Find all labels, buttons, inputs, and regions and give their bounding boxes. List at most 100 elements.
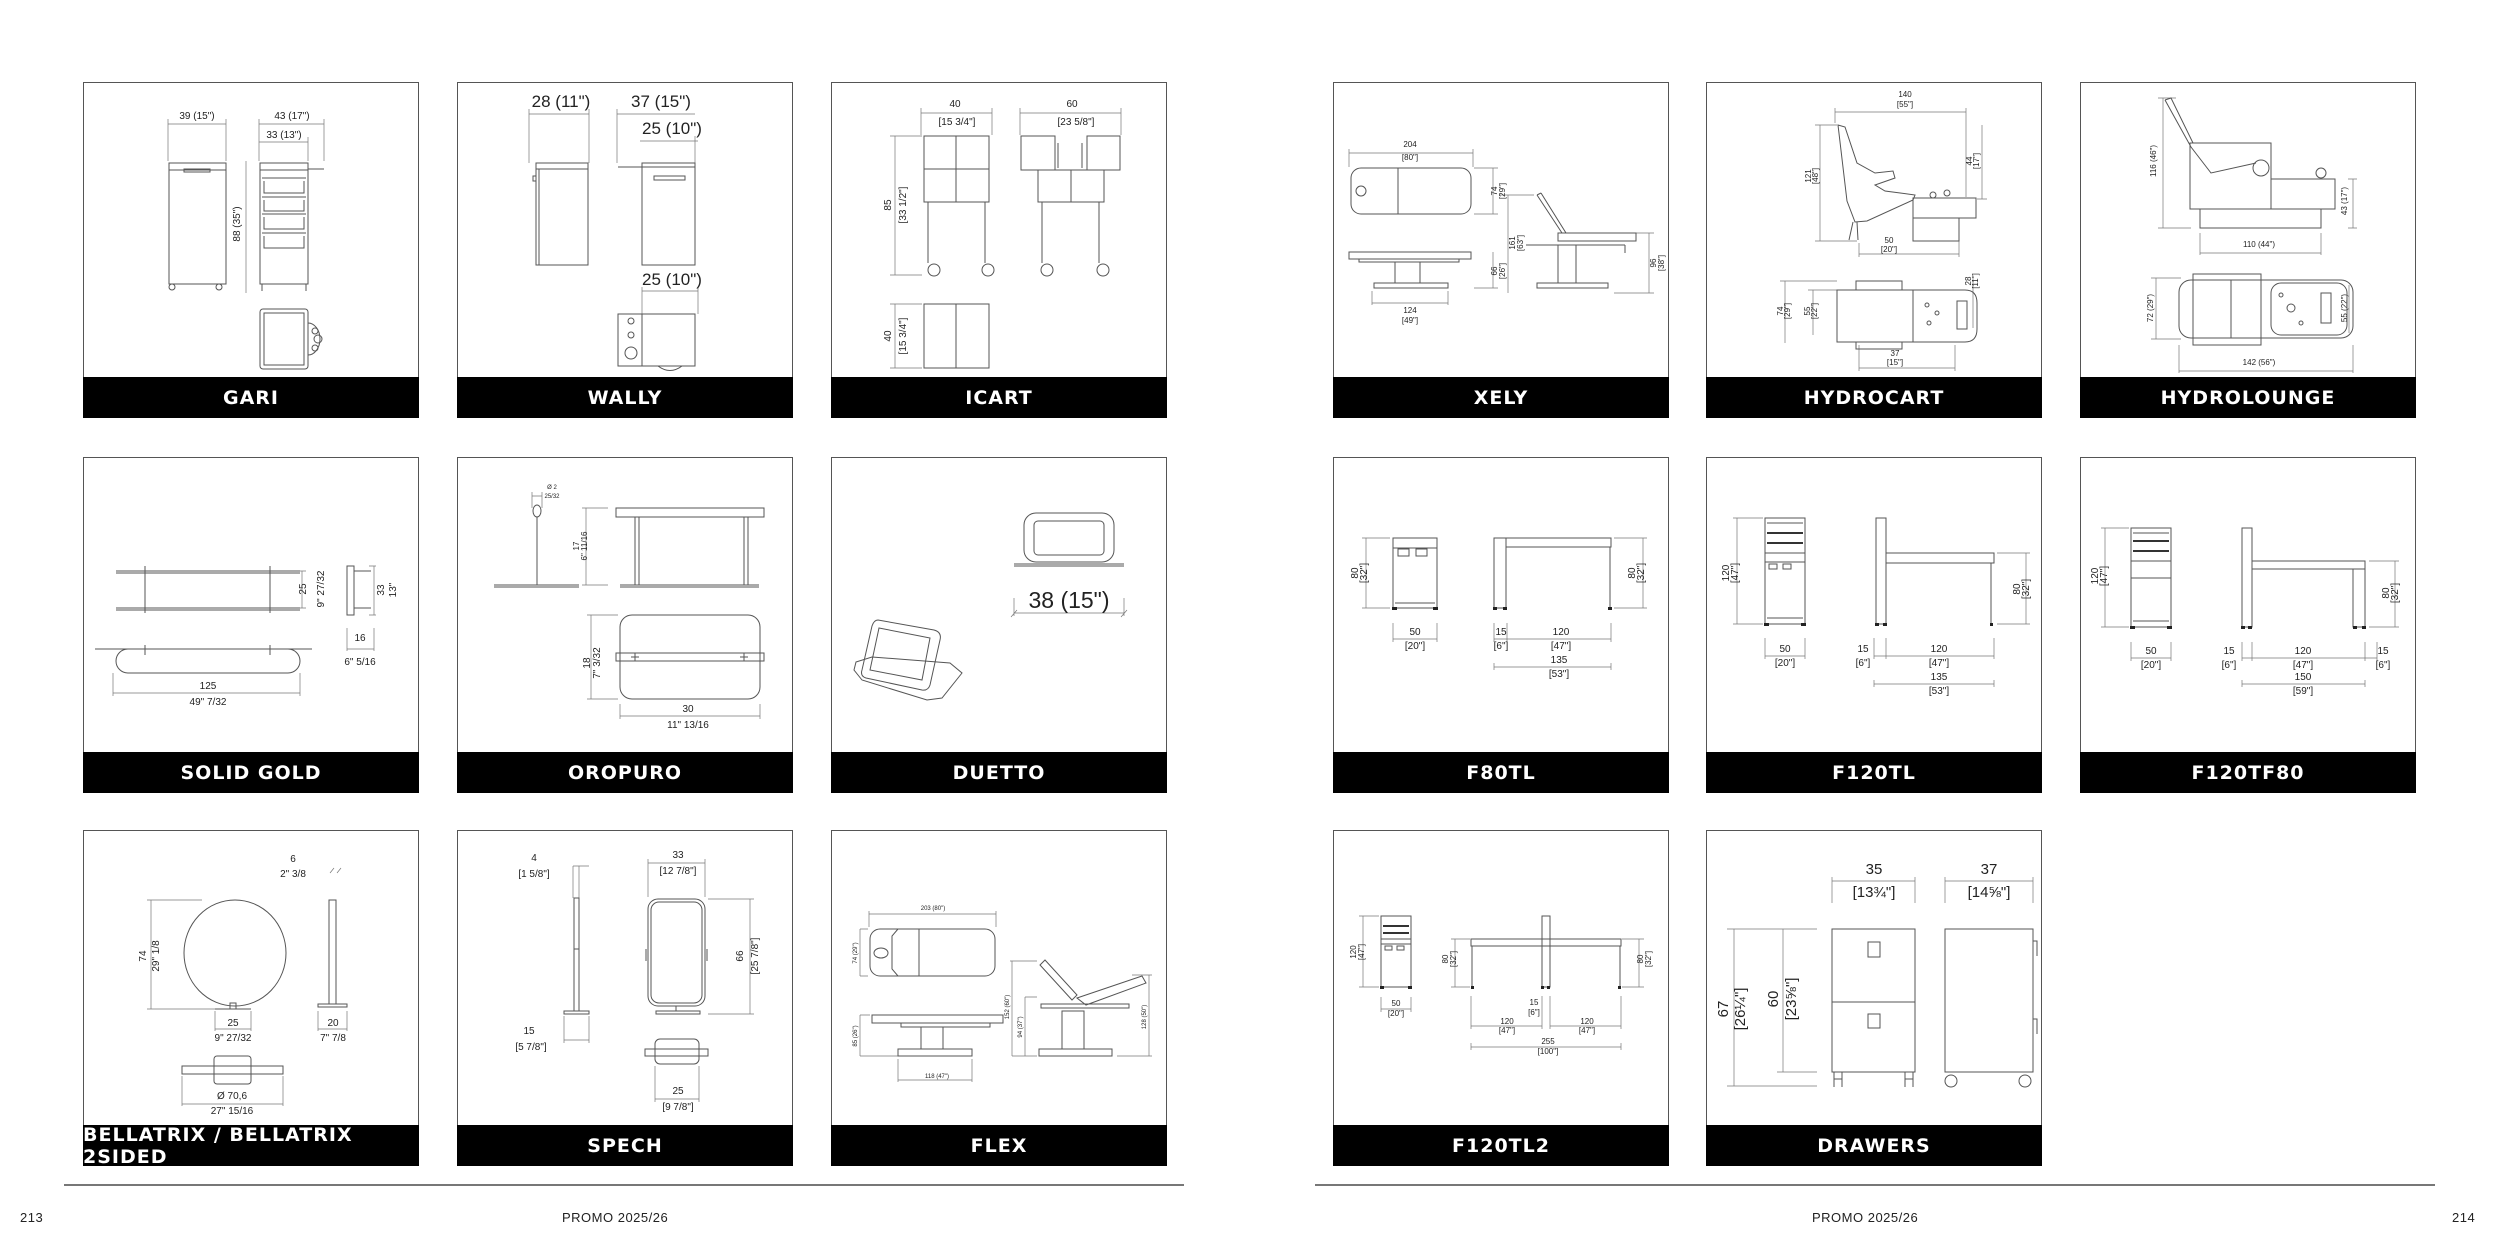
footer-title-right: PROMO 2025/26 xyxy=(1812,1210,1919,1225)
product-name: F120TL2 xyxy=(1333,1125,1669,1166)
dimension-label: 121 xyxy=(1804,169,1813,183)
product-name: OROPURO xyxy=(457,752,793,793)
dimension-label: [23⅝"] xyxy=(1783,978,1800,1021)
dimension-label: [47"] xyxy=(1357,944,1366,960)
dimension-label: [32"] xyxy=(1359,563,1370,583)
dimension-label: Ø 70,6 xyxy=(217,1091,247,1102)
dimension-label: [6"] xyxy=(1528,1008,1540,1017)
dimension-label: [32"] xyxy=(1644,951,1653,967)
dimension-label: [17"] xyxy=(1972,153,1981,169)
spech-technical-drawing: 4 [1 5/8"] 33 [12 7/8"] 66 [25 7/8"] 15 … xyxy=(515,850,761,1113)
product-name: ICART xyxy=(831,377,1167,418)
dimension-label: 18 xyxy=(582,657,593,669)
dimension-label: 66 xyxy=(1490,266,1499,275)
dimension-label: 6" 5/16 xyxy=(344,657,376,668)
dimension-label: [20"] xyxy=(1405,641,1425,652)
dimension-label: 35 xyxy=(1866,861,1883,878)
dimension-label: 135 xyxy=(1931,672,1948,683)
dimension-label: 120 xyxy=(1580,1017,1594,1026)
dimension-label: 28 (11") xyxy=(532,92,591,111)
flex-technical-drawing: 203 (80") 74 (29") 85 (26") 118 (47") 15… xyxy=(853,906,1152,1082)
product-name: F80TL xyxy=(1333,752,1669,793)
dimension-label: 25 (10") xyxy=(642,270,702,289)
dimension-label: [15 3/4"] xyxy=(898,317,909,354)
dimension-label: [29"] xyxy=(1498,183,1507,199)
dimension-label: 80 xyxy=(1441,954,1450,963)
dimension-label: [32"] xyxy=(2021,579,2032,599)
dimension-label: [6"] xyxy=(1494,641,1509,652)
dimension-label: 50 xyxy=(1392,999,1401,1008)
dimension-label: [6"] xyxy=(2376,660,2391,671)
dimension-label: 15 xyxy=(1495,627,1507,638)
dimension-label: 2" 3/8 xyxy=(280,869,306,880)
dimension-label: [47"] xyxy=(1579,1026,1595,1035)
dimension-label: 110 (44") xyxy=(2243,240,2275,249)
dimension-label: 27" 15/16 xyxy=(211,1106,254,1117)
dimension-label: 96 xyxy=(1649,258,1658,267)
dimension-label: [20"] xyxy=(2141,660,2161,671)
dimension-label: [20"] xyxy=(1881,245,1897,254)
dimension-label: 37 xyxy=(1981,861,1998,878)
product-name: SOLID GOLD xyxy=(83,752,419,793)
dimension-label: 120 xyxy=(2295,646,2312,657)
product-card-solid-gold: 25 9" 27/32 33 13" 16 6" 5/16 125 49" 7/… xyxy=(83,457,419,793)
dimension-label: 125 xyxy=(200,681,217,692)
dimension-label: [59"] xyxy=(2293,686,2313,697)
dimension-label: 13" xyxy=(388,582,399,597)
dimension-label: [47"] xyxy=(2293,660,2313,671)
dimension-label: [47"] xyxy=(1929,658,1949,669)
dimension-label: 25 xyxy=(227,1018,239,1029)
dimension-label: [13¾"] xyxy=(1853,884,1896,901)
dimension-label: [9 7/8"] xyxy=(662,1102,694,1113)
duetto-technical-drawing: 38 (15") xyxy=(853,512,1128,701)
dimension-label: 74 xyxy=(1490,186,1499,195)
product-name: F120TL xyxy=(1706,752,2042,793)
dimension-label: 25 xyxy=(298,583,309,595)
dimension-label: 7" 3/32 xyxy=(592,647,603,679)
product-card-duetto: 38 (15") DUETTO xyxy=(831,457,1167,793)
dimension-label: 43 (17") xyxy=(274,111,309,122)
product-card-bellatrix: 6 2" 3/8 74 29" 1/8 25 9" 27/32 20 7" 7/… xyxy=(83,830,419,1168)
dimension-label: 7" 7/8 xyxy=(320,1033,346,1044)
dimension-label: [20"] xyxy=(1775,658,1795,669)
dimension-label: 80 xyxy=(1627,567,1638,579)
dimension-label: 85 (26") xyxy=(853,1025,859,1046)
dimension-label: 203 (80") xyxy=(921,906,945,912)
dimension-label: 120 xyxy=(2090,567,2101,584)
dimension-label: [48"] xyxy=(1811,168,1820,184)
product-name: BELLATRIX / BELLATRIX 2SIDED xyxy=(83,1124,419,1168)
dimension-label: 11" 13/16 xyxy=(667,720,709,731)
product-card-f120tf80: 120 [47"] 80 [32"] 50 [20"] 15 [6"] 120 … xyxy=(2080,457,2416,793)
dimension-label: 60 xyxy=(1765,991,1782,1008)
dimension-label: 17 xyxy=(572,541,581,550)
dimension-label: 80 xyxy=(2381,587,2392,599)
dimension-label: 74 xyxy=(138,950,149,962)
dimension-label: 50 xyxy=(1409,627,1421,638)
dimension-label: [14⅝"] xyxy=(1968,884,2011,901)
dimension-label: [100"] xyxy=(1538,1047,1559,1056)
dimension-label: 85 xyxy=(883,199,894,211)
dimension-label: 120 xyxy=(1349,945,1358,959)
product-name: SPECH xyxy=(457,1125,793,1166)
product-card-icart: 40 [15 3/4"] 60 [23 5/8"] 85 [33 1/2"] 4… xyxy=(831,82,1167,418)
dimension-label: [25 7/8"] xyxy=(750,937,761,974)
dimension-label: 6" 11/16 xyxy=(580,531,589,560)
dimension-label: 118 (47") xyxy=(925,1074,949,1080)
dimension-label: 25 (10") xyxy=(642,119,702,138)
dimension-label: [47"] xyxy=(1730,563,1741,583)
dimension-label: 120 xyxy=(1931,644,1948,655)
f120tl-technical-drawing: 120 [47"] 80 [32"] 50 [20"] 15 [6"] 120 … xyxy=(1721,517,2032,697)
dimension-label: 135 xyxy=(1551,655,1568,666)
dimension-label: 120 xyxy=(1721,564,1732,581)
dimension-label: 30 xyxy=(682,704,694,715)
dimension-label: 25 xyxy=(672,1086,684,1097)
dimension-label: 15 xyxy=(2377,646,2389,657)
dimension-label: 33 xyxy=(376,584,387,596)
dimension-label: 16 xyxy=(354,633,366,644)
dimension-label: [29"] xyxy=(1783,303,1792,319)
gari-technical-drawing: 39 (15") 43 (17") 33 (13") 88 (35") xyxy=(167,111,325,370)
product-name: DRAWERS xyxy=(1706,1125,2042,1166)
product-card-spech: 4 [1 5/8"] 33 [12 7/8"] 66 [25 7/8"] 15 … xyxy=(457,830,793,1166)
product-card-f120tl2: 120 [47"] 80 [32"] 80 [32"] 50 [20"] 15 … xyxy=(1333,830,1669,1166)
dimension-label: [47"] xyxy=(1499,1026,1515,1035)
